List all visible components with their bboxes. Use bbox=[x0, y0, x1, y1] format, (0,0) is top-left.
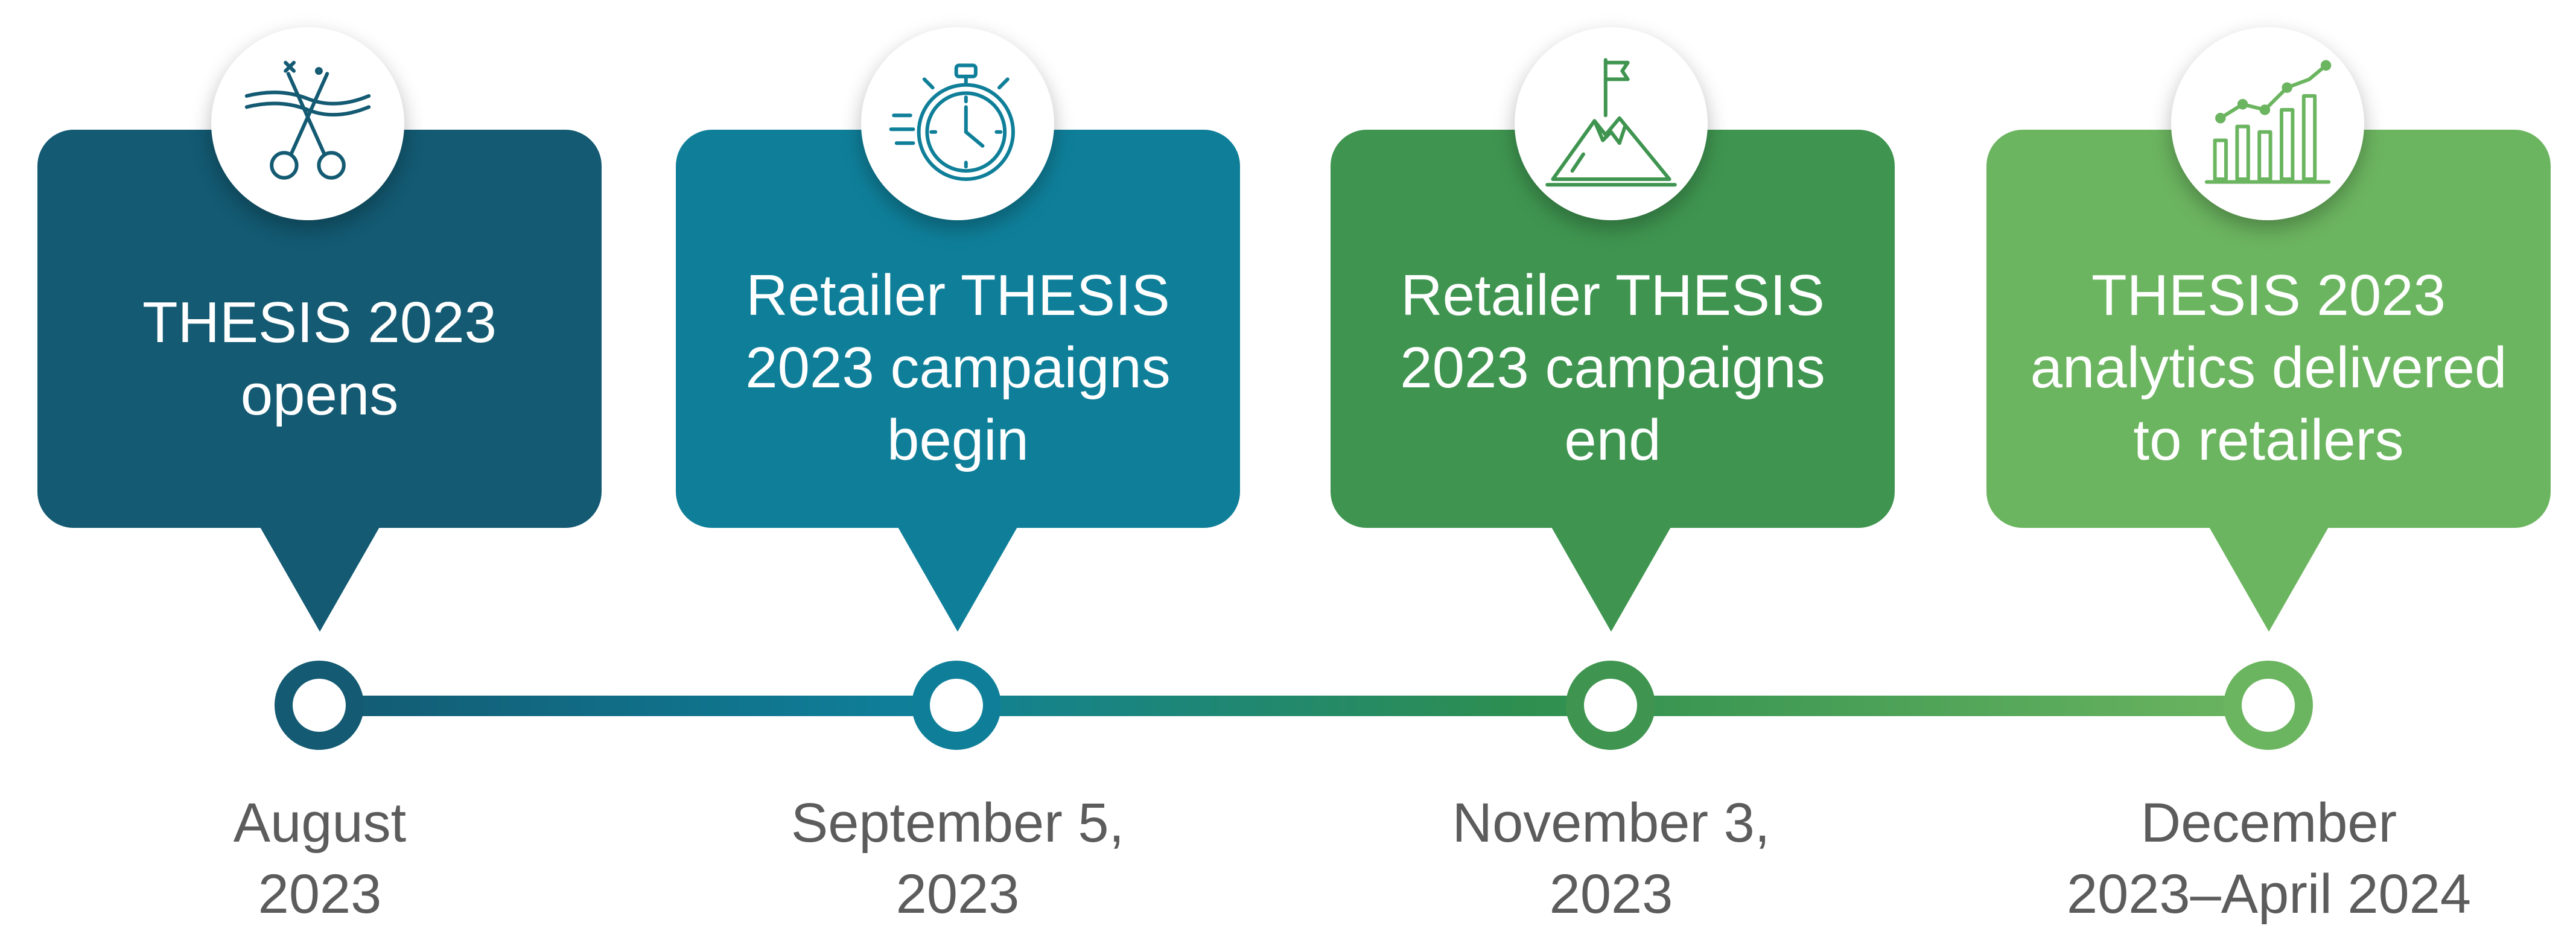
timeline-node-4 bbox=[2224, 661, 2313, 750]
milestone-date-1-line-2: 2023 bbox=[258, 863, 382, 925]
milestone-title-3-line-3: end bbox=[1564, 408, 1661, 472]
milestone-badge-3 bbox=[1515, 27, 1708, 220]
milestone-badge-4 bbox=[2171, 27, 2364, 220]
milestone-title-4: THESIS 2023 analytics delivered to retai… bbox=[2005, 259, 2533, 477]
milestone-title-2-line-2: 2023 campaigns bbox=[745, 335, 1171, 400]
milestone-date-1: August 2023 bbox=[48, 787, 591, 930]
milestone-pointer-1 bbox=[259, 526, 380, 632]
milestone-card-4: THESIS 2023 analytics delivered to retai… bbox=[1986, 130, 2551, 528]
ribbon-cutting-scissors-icon bbox=[244, 60, 371, 180]
milestone-title-4-line-2: analytics delivered bbox=[2030, 335, 2507, 400]
milestone-title-1-line-2: opens bbox=[240, 363, 399, 427]
milestone-date-3-line-2: 2023 bbox=[1549, 863, 1673, 925]
milestone-date-2: September 5, 2023 bbox=[686, 787, 1229, 930]
milestone-title-3-line-2: 2023 campaigns bbox=[1400, 335, 1825, 400]
milestone-title-1-line-1: THESIS 2023 bbox=[142, 290, 497, 355]
timeline-line bbox=[320, 696, 2269, 716]
milestone-badge-1 bbox=[211, 27, 404, 220]
timeline-node-1 bbox=[275, 661, 364, 750]
timeline-node-2 bbox=[912, 661, 1001, 750]
milestone-date-3-line-1: November 3, bbox=[1452, 792, 1770, 854]
milestone-badge-2 bbox=[861, 27, 1054, 220]
bar-chart-trend-icon bbox=[2204, 60, 2332, 184]
milestone-date-2-line-2: 2023 bbox=[895, 863, 1020, 925]
milestone-date-3: November 3, 2023 bbox=[1340, 787, 1883, 930]
milestone-date-4-line-1: December bbox=[2140, 792, 2397, 854]
timeline-node-3 bbox=[1566, 661, 1655, 750]
milestone-title-1: THESIS 2023 opens bbox=[56, 287, 584, 431]
milestone-title-4-line-1: THESIS 2023 bbox=[2091, 263, 2446, 328]
milestone-date-4-line-2: 2023–April 2024 bbox=[2066, 863, 2472, 925]
milestone-date-2-line-1: September 5, bbox=[790, 792, 1125, 854]
milestone-title-4-line-3: to retailers bbox=[2133, 408, 2404, 472]
stopwatch-icon bbox=[889, 63, 1015, 181]
milestone-title-2-line-1: Retailer THESIS bbox=[746, 263, 1170, 328]
mountain-flag-icon bbox=[1545, 58, 1677, 187]
milestone-date-4: December 2023–April 2024 bbox=[1997, 787, 2540, 930]
milestone-pointer-3 bbox=[1551, 526, 1671, 632]
milestone-title-3: Retailer THESIS 2023 campaigns end bbox=[1349, 259, 1877, 477]
milestone-date-1-line-1: August bbox=[233, 792, 407, 854]
milestone-card-2: Retailer THESIS 2023 campaigns begin bbox=[676, 130, 1240, 528]
milestone-pointer-2 bbox=[897, 526, 1018, 632]
milestone-title-2-line-3: begin bbox=[887, 408, 1029, 472]
milestone-title-2: Retailer THESIS 2023 campaigns begin bbox=[694, 259, 1222, 477]
milestone-pointer-4 bbox=[2209, 526, 2329, 632]
milestone-title-3-line-1: Retailer THESIS bbox=[1401, 263, 1825, 328]
